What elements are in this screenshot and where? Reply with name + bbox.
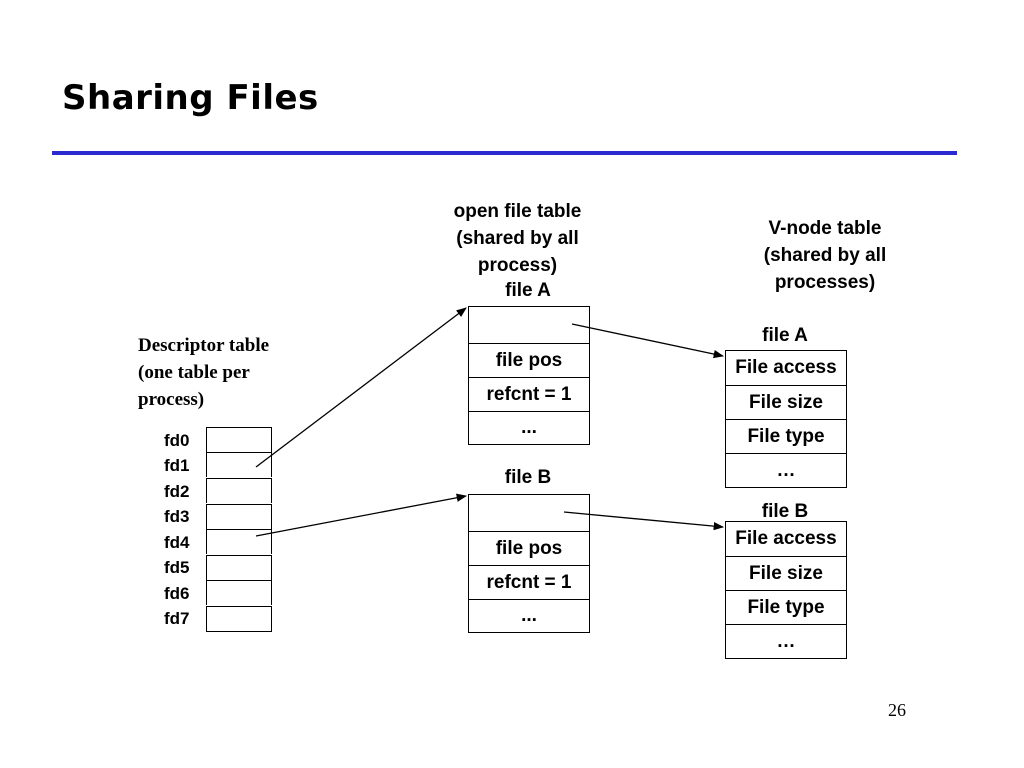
- fd-label: fd5: [164, 558, 190, 577]
- caption-line: process): [477, 255, 558, 276]
- open-file-row: refcnt = 1: [469, 377, 589, 411]
- vnode-table-caption: V-node table (shared by all processes): [725, 215, 925, 296]
- page-number: 26: [888, 700, 906, 720]
- caption-line: (shared by all: [456, 228, 579, 249]
- open-file-entry-a: file pos refcnt = 1 ...: [468, 306, 590, 445]
- arrow-fd4-to-open-file-b: [255, 493, 468, 537]
- vnode-row: File type: [726, 419, 846, 453]
- arrow-open-file-a-to-vnode-a: [571, 323, 725, 359]
- open-file-table-caption: open file table (shared by all process): [420, 198, 615, 279]
- open-file-row: ...: [469, 411, 589, 444]
- caption-line: (shared by all: [763, 245, 887, 266]
- descriptor-cell: [206, 478, 272, 503]
- fd-label: fd0: [164, 431, 190, 450]
- vnode-row: File type: [726, 590, 846, 624]
- open-file-a-label: file A: [505, 280, 551, 301]
- descriptor-table-caption: Descriptor table (one table per process): [138, 332, 269, 413]
- descriptor-cell: [206, 504, 272, 529]
- open-file-row: file pos: [469, 531, 589, 565]
- caption-line: (one table per: [138, 362, 250, 383]
- open-file-row: ...: [469, 599, 589, 632]
- descriptor-cell: [206, 555, 272, 580]
- fd-label: fd1: [164, 456, 190, 475]
- open-file-row: file pos: [469, 343, 589, 377]
- open-file-row: refcnt = 1: [469, 565, 589, 599]
- fd-label: fd4: [164, 533, 190, 552]
- fd-label: fd6: [164, 584, 190, 603]
- fd-label: fd2: [164, 482, 190, 501]
- open-file-entry-b: file pos refcnt = 1 ...: [468, 494, 590, 633]
- vnode-a-label: file A: [762, 325, 808, 346]
- vnode-row: File access: [735, 357, 837, 378]
- title-underline: [52, 151, 957, 155]
- descriptor-cell: [206, 580, 272, 605]
- descriptor-cell: [206, 606, 272, 632]
- caption-line: processes): [774, 272, 876, 293]
- vnode-row: File size: [726, 556, 846, 590]
- fd-label: fd7: [164, 609, 190, 628]
- vnode-b-label: file B: [761, 501, 809, 522]
- arrow-open-file-b-to-vnode-b: [563, 511, 725, 531]
- vnode-entry-b: File access File size File type …: [725, 521, 847, 659]
- arrow-fd1-to-open-file-a: [255, 307, 467, 468]
- open-file-b-label: file B: [504, 467, 552, 488]
- descriptor-cell: [206, 452, 272, 477]
- fd-label: fd3: [164, 507, 190, 526]
- vnode-entry-a: File access File size File type …: [725, 350, 847, 488]
- caption-line: Descriptor table: [138, 335, 270, 356]
- caption-line: V-node table: [768, 218, 882, 239]
- caption-line: open file table: [453, 201, 582, 222]
- vnode-row: …: [726, 453, 846, 487]
- vnode-row: File size: [726, 385, 846, 419]
- caption-line: process): [138, 389, 205, 410]
- vnode-row: File access: [735, 528, 837, 549]
- vnode-row: …: [726, 624, 846, 658]
- descriptor-cell: [206, 529, 272, 554]
- descriptor-cell: [206, 427, 272, 452]
- slide-title: Sharing Files: [62, 78, 319, 118]
